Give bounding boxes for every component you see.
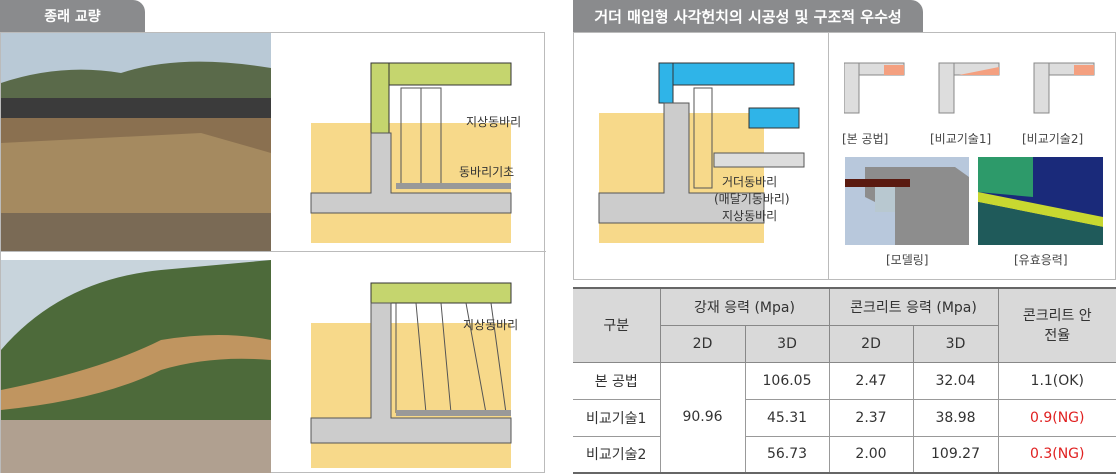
stress-comparison-table: 구분 강재 응력 (Mpa) 콘크리트 응력 (Mpa) 콘크리트 안전율 2D… bbox=[573, 287, 1116, 474]
label-ground-shoring-2: 지상동바리 bbox=[463, 318, 519, 332]
row-name: 비교기술2 bbox=[573, 435, 661, 474]
safety-value: 0.3(NG) bbox=[997, 435, 1116, 474]
header-concrete-safety: 콘크리트 안전율 bbox=[997, 287, 1116, 363]
concrete-3d-value: 38.98 bbox=[912, 398, 999, 437]
concrete-3d-value: 32.04 bbox=[912, 361, 999, 400]
concrete-2d-value: 2.37 bbox=[828, 398, 914, 437]
header-concrete-2d: 2D bbox=[828, 324, 914, 363]
label-ground-shoring: 지상동바리 bbox=[466, 115, 522, 129]
steel-2d-value: 90.96 bbox=[659, 361, 746, 474]
girder-haunch-panel: 거더동바리 (매달기동바리) 지상동바리 [본 공법] [비교기술1] [비교기… bbox=[573, 32, 1116, 280]
caption-compare-1: [비교기술1] bbox=[930, 132, 992, 146]
row-name: 본 공법 bbox=[573, 361, 661, 400]
caption-this-method: [본 공법] bbox=[842, 132, 889, 146]
header-concrete-stress: 콘크리트 응력 (Mpa) bbox=[828, 287, 999, 326]
steel-3d-value: 56.73 bbox=[744, 435, 830, 474]
caption-compare-2: [비교기술2] bbox=[1022, 132, 1084, 146]
caption-modeling: [모델링] bbox=[886, 253, 929, 267]
tab-girder-haunch[interactable]: 거더 매입형 사각헌치의 시공성 및 구조적 우수성 bbox=[573, 0, 923, 32]
header-steel-2d: 2D bbox=[660, 324, 746, 363]
construction-photo-2 bbox=[1, 260, 271, 473]
label-girder-shoring: 거더동바리 bbox=[722, 175, 778, 189]
steel-3d-value: 106.05 bbox=[744, 361, 830, 400]
section-comparison-drawings bbox=[844, 62, 1095, 114]
concrete-2d-value: 2.00 bbox=[828, 435, 914, 474]
safety-value: 1.1(OK) bbox=[997, 361, 1116, 400]
effective-stress-image bbox=[978, 157, 1103, 245]
header-category: 구분 bbox=[573, 287, 661, 363]
header-steel-stress: 강재 응력 (Mpa) bbox=[659, 287, 830, 326]
girder-section-diagram bbox=[598, 62, 805, 243]
construction-photo-1 bbox=[1, 33, 271, 251]
conventional-section-diagram-1 bbox=[310, 62, 512, 243]
concrete-2d-value: 2.47 bbox=[828, 361, 914, 400]
tab-conventional-bridge[interactable]: 종래 교량 bbox=[0, 0, 145, 32]
header-steel-3d: 3D bbox=[744, 324, 830, 363]
safety-value: 0.9(NG) bbox=[997, 398, 1116, 437]
header-concrete-3d: 3D bbox=[912, 324, 998, 363]
steel-3d-value: 45.31 bbox=[744, 398, 830, 437]
conventional-section-diagram-2 bbox=[310, 282, 512, 468]
label-hanging-shoring: (매달기동바리) bbox=[714, 192, 790, 206]
concrete-3d-value: 109.27 bbox=[912, 435, 999, 474]
conventional-panel: 지상동바리 동바리기초 지상동바리 bbox=[0, 32, 546, 473]
label-shoring-foundation: 동바리기초 bbox=[459, 165, 515, 179]
label-ground-shoring-3: 지상동바리 bbox=[722, 209, 778, 223]
row-name: 비교기술1 bbox=[573, 398, 661, 437]
caption-effective-stress: [유효응력] bbox=[1014, 253, 1068, 267]
modeling-image bbox=[845, 157, 969, 245]
